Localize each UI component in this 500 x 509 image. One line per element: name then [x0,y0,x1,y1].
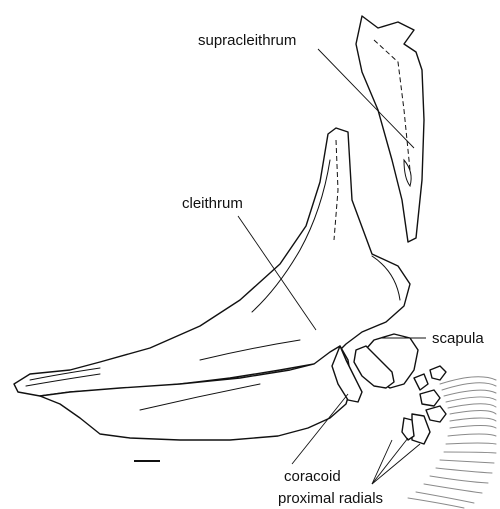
leader-proximal-radials-2 [372,444,420,484]
scapula-bone [354,334,418,388]
label-proximal-radials: proximal radials [278,490,383,507]
label-coracoid: coracoid [284,468,341,485]
cleithrum-bone [14,128,410,396]
label-cleithrum: cleithrum [182,195,243,212]
label-supracleithrum: supracleithrum [198,32,296,49]
supracleithrum-bone [356,16,424,242]
label-scapula: scapula [432,330,484,347]
